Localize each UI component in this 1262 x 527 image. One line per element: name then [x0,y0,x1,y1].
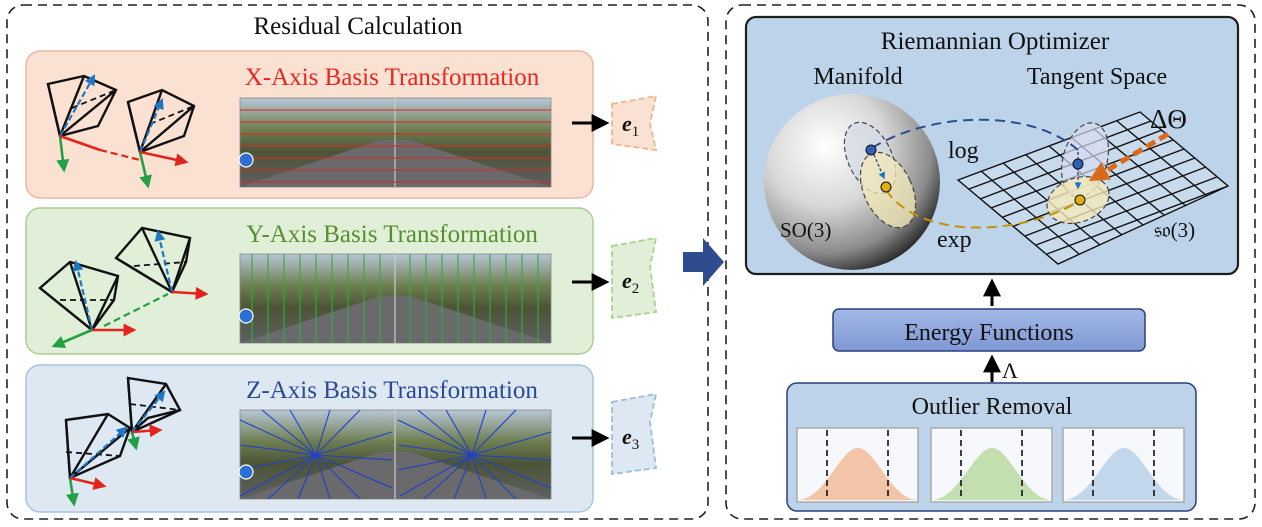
z-axis-arrow-icon-2 [138,97,164,153]
distribution-curve-1 [797,448,918,500]
radial-epipolar-lines [239,409,552,500]
residual-e2: e2 [622,268,639,297]
residual-tag-3 [611,392,658,476]
lambda-label: Λ [1002,358,1018,383]
camera-frustum-edges [46,75,117,137]
y-camera-pair [38,226,192,332]
y-axis-arrow-icon-2 [127,431,140,451]
delta-theta-label: ΔΘ [1150,104,1187,134]
traffic-sign-icon [238,308,254,324]
z-axis-arrow-icon [72,259,94,331]
so3-label: SO(3) [780,218,831,242]
x-axis-arrow-icon [59,134,101,152]
x-axis-arrow-icon [69,476,107,490]
x-axis-row: X-Axis Basis Transformation [25,50,658,199]
y-image-pair [238,253,552,344]
optimizer-title: Riemannian Optimizer [881,28,1110,55]
z-axis-arrow-icon [59,74,96,137]
y-axis-link-dashed [103,293,169,327]
traffic-sign-icon [238,152,254,168]
residual-e1: e1 [622,111,639,140]
y-axis-arrow-icon [51,328,93,348]
y-axis-arrow-icon [65,477,79,507]
distribution-curve-2 [931,448,1052,500]
tangent-space-label: Tangent Space [1027,64,1167,90]
camera-frustum-hidden [71,89,117,109]
z-axis-label: Z-Axis Basis Transformation [246,377,538,404]
residual-tag-1 [611,94,658,152]
energy-functions-box [832,308,1146,352]
camera-frustum-hidden [65,451,121,457]
so3-algebra-label: 𝔰𝔬(3) [1154,218,1195,242]
camera-frustum-hidden-2 [149,105,195,125]
camera-frustum-hidden-2 [129,403,181,411]
x-axis-label: X-Axis Basis Transformation [245,64,540,91]
y-axis-arrow-icon [56,135,70,173]
outlier-removal-title: Outlier Removal [912,394,1073,420]
y-axis-label: Y-Axis Basis Transformation [246,221,538,248]
outlier-removal-box: Outlier Removal [786,382,1197,512]
y-axis-arrow-icon-2 [138,151,152,189]
vertical-epipolar-lines [251,254,539,343]
y-axis-row: Y-Axis Basis Transformation [25,207,658,355]
z-axis-arrow-icon-2 [154,229,174,293]
z-image-pair [238,409,552,500]
x-image-pair [238,97,552,188]
residual-e3: e3 [622,424,639,453]
x-axis-arrow-icon-2 [139,150,189,167]
riemannian-optimizer-box: Riemannian Optimizer Manifold Tangent Sp… [744,15,1240,276]
x-camera-pair [46,74,196,154]
residual-calculation-title: Residual Calculation [254,13,463,40]
tangent-point-yellow [1074,194,1086,206]
residual-tag-2 [611,236,658,320]
manifold-point-blue [865,144,877,156]
traffic-sign-icon [238,464,254,480]
z-axis-row: Z-Axis Basis Transformation [25,364,658,513]
x-axis-link-dashed [99,148,141,162]
tangent-point-blue [1072,158,1084,170]
camera-frustum-edges-2 [115,227,192,294]
camera-frustum-hidden-2 [133,261,187,267]
log-label: log [948,138,979,164]
manifold-sphere [764,94,940,270]
optimizer-panel [725,4,1256,520]
manifold-step-arrow [871,149,886,180]
log-map-path [871,118,1079,151]
x-axis-arrow-icon-2 [171,286,209,300]
z-axis-arrow-icon [69,426,128,479]
manifold-label: Manifold [813,64,902,90]
x-axis-arrow-icon-2 [131,424,163,438]
distribution-curve-3 [1063,448,1184,500]
manifold-point-yellow [880,181,892,193]
exp-label: exp [937,227,972,253]
horizontal-epipolar-lines [240,109,551,183]
flow-arrow-icon [683,238,724,286]
energy-functions-label: Energy Functions [904,320,1074,346]
exp-map-path [885,189,1079,229]
